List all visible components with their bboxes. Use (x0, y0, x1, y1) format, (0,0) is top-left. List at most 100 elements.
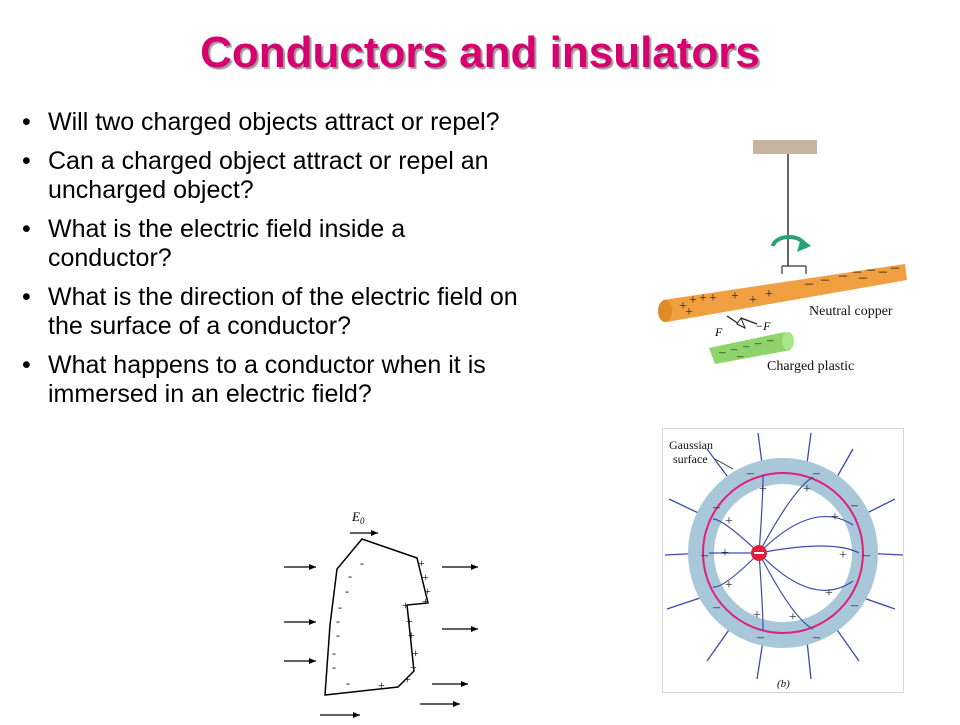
question-text: What is the direction of the electric fi… (48, 283, 518, 340)
svg-text:+: + (424, 584, 431, 598)
svg-text:–: – (712, 500, 721, 515)
svg-text:+: + (685, 305, 693, 320)
svg-text:–: – (766, 332, 774, 347)
question-text: What happens to a conductor when it is i… (48, 351, 486, 408)
svg-text:+: + (689, 293, 697, 308)
conductor-outline (324, 538, 429, 696)
svg-text:–: – (718, 344, 726, 359)
internal-field-lines (709, 474, 860, 632)
svg-text:+: + (803, 482, 811, 497)
bullet-icon: • (22, 283, 31, 311)
svg-text:–: – (756, 630, 765, 645)
svg-text:+: + (721, 546, 729, 561)
conductor-field-diagram: E0 --- --- --- +++ +++ +++ ++ (284, 509, 478, 718)
svg-text:+: + (825, 586, 833, 601)
bullet-icon: • (22, 147, 31, 175)
copper-rod (663, 264, 907, 322)
svg-text:+: + (410, 660, 417, 674)
svg-text:+: + (406, 614, 413, 628)
svg-text:+: + (679, 299, 687, 314)
svg-text:+: + (839, 548, 847, 563)
svg-text:–: – (838, 267, 848, 284)
copper-rod-figure: +++ +++ ++ ––– ––– –– Neutral copper F −… (645, 138, 930, 383)
svg-text:–: – (850, 598, 859, 613)
svg-text:–: – (736, 348, 744, 363)
svg-text:–: – (850, 498, 859, 513)
svg-text:+: + (412, 646, 419, 660)
question-item: • What happens to a conductor when it is … (0, 351, 520, 409)
slide-title: Conductors and insulators (200, 28, 760, 77)
svg-text:–: – (866, 261, 876, 278)
svg-text:-: - (338, 600, 342, 614)
rotation-arrow-icon (771, 234, 811, 252)
question-list: • Will two charged objects attract or rep… (0, 108, 520, 419)
force-label-right: −F (755, 319, 771, 333)
induced-negative-charges: --- --- --- (332, 556, 364, 690)
svg-text:–: – (804, 275, 814, 292)
svg-text:+: + (422, 594, 429, 608)
question-item: •What is the electric field inside a con… (0, 215, 520, 273)
svg-text:–: – (890, 259, 900, 276)
svg-text:–: – (878, 263, 888, 280)
svg-text:+: + (731, 289, 739, 304)
bullet-icon: • (22, 108, 31, 136)
plastic-charges: ––– ––– (718, 332, 774, 363)
plastic-rod (709, 332, 791, 364)
positive-charges: +++ +++ ++ (679, 287, 773, 320)
svg-text:-: - (345, 584, 349, 598)
svg-text:–: – (858, 269, 868, 286)
svg-text:-: - (336, 614, 340, 628)
arrowheads (309, 564, 478, 718)
svg-text:+: + (749, 293, 757, 308)
svg-text:–: – (700, 548, 709, 563)
svg-text:+: + (709, 291, 717, 306)
svg-text:+: + (422, 570, 429, 584)
svg-text:+: + (402, 598, 409, 612)
induced-positive-charges: +++ +++ +++ ++ (378, 556, 431, 692)
svg-text:+: + (418, 556, 425, 570)
question-item: • Will two charged objects attract or rep… (0, 108, 520, 137)
svg-text:+: + (408, 628, 415, 642)
question-item: • Can a charged object attract or repel a… (0, 147, 520, 205)
svg-text:+: + (759, 482, 767, 497)
copper-label: Neutral copper (809, 304, 893, 319)
svg-text:+: + (831, 510, 839, 525)
svg-text:–: – (712, 600, 721, 615)
gaussian-surface-figure: ––– ––– ––– – +++ +++ +++ + Gaussian sur… (662, 428, 904, 693)
svg-text:+: + (789, 610, 797, 625)
svg-text:–: – (812, 466, 821, 481)
bullet-icon: • (22, 351, 31, 379)
external-field-arrows (284, 566, 478, 716)
svg-text:-: - (360, 556, 364, 570)
plastic-label: Charged plastic (767, 359, 854, 374)
svg-text:-: - (336, 628, 340, 642)
conductor-in-field-figure: E0 --- --- --- +++ +++ +++ ++ (270, 505, 500, 720)
svg-text:+: + (725, 514, 733, 529)
gaussian-surface-line (702, 472, 864, 634)
gaussian-label-line1: Gaussian (669, 438, 713, 452)
gaussian-label-line2: surface (673, 452, 708, 466)
svg-text:-: - (332, 660, 336, 674)
svg-text:–: – (746, 466, 755, 481)
svg-text:+: + (404, 672, 411, 686)
svg-text:+: + (725, 578, 733, 593)
conductor-shell (688, 458, 878, 648)
force-label-left: F (714, 325, 723, 339)
field-label: E0 (351, 509, 365, 526)
question-text: What is the electric field inside a cond… (48, 215, 406, 272)
svg-text:-: - (346, 676, 350, 690)
copper-rod-diagram: +++ +++ ++ ––– ––– –– Neutral copper F −… (658, 140, 907, 374)
svg-text:–: – (742, 338, 750, 353)
svg-text:–: – (852, 263, 862, 280)
panel-label: (b) (777, 678, 790, 690)
question-text: Can a charged object attract or repel an… (48, 147, 489, 204)
svg-text:–: – (862, 548, 871, 563)
svg-text:+: + (699, 291, 707, 306)
svg-text:+: + (378, 678, 385, 692)
svg-text:–: – (730, 341, 738, 356)
question-text: Will two charged objects attract or repe… (48, 108, 500, 136)
force-arrows (726, 315, 758, 330)
gaussian-diagram: ––– ––– ––– – +++ +++ +++ + Gaussian sur… (664, 432, 904, 690)
svg-text:–: – (820, 271, 830, 288)
svg-text:–: – (812, 630, 821, 645)
